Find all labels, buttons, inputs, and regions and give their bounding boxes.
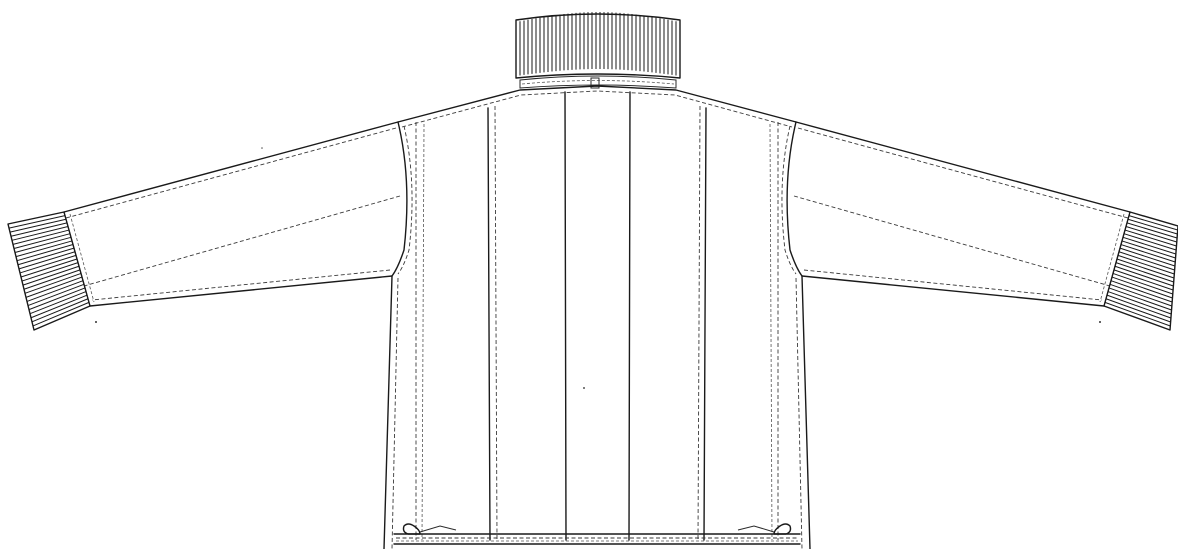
mark-dot	[1099, 321, 1101, 323]
rib-line	[12, 229, 70, 245]
rib-line	[18, 251, 76, 270]
rib-line	[13, 233, 71, 249]
rib-line	[31, 298, 89, 323]
rib-line	[1126, 222, 1178, 239]
rib-line	[1118, 251, 1175, 271]
rib-line	[30, 294, 88, 319]
rib-line	[26, 280, 84, 302]
rib-line	[1125, 225, 1177, 243]
rib-line	[1123, 233, 1177, 251]
back-body	[383, 85, 811, 549]
right-sleeve	[793, 121, 1131, 307]
collar-snap	[590, 77, 600, 89]
rib-line	[24, 272, 82, 294]
rib-line	[22, 265, 80, 286]
rib-line	[1122, 236, 1176, 255]
left-sleeve	[63, 121, 401, 307]
rib-line	[16, 244, 74, 262]
mark-dot	[261, 147, 263, 149]
rib-line	[10, 222, 68, 237]
rib-line	[8, 215, 66, 229]
right-cuff-rib	[1103, 211, 1178, 331]
rib-line	[28, 287, 86, 311]
rib-line	[27, 283, 85, 307]
rib-line	[1115, 262, 1174, 283]
rib-line	[1119, 247, 1176, 267]
collar-rib	[515, 12, 681, 89]
mark-dot	[583, 387, 585, 389]
rib-line	[1113, 269, 1174, 291]
rib-line	[1107, 291, 1172, 315]
rib-line	[1108, 287, 1172, 311]
rib-line	[1110, 280, 1173, 303]
rib-line	[1121, 240, 1176, 259]
right-cord-stopper	[773, 523, 792, 535]
rib-line	[1112, 272, 1173, 295]
rib-line	[19, 254, 77, 274]
rib-line	[1116, 258, 1175, 279]
rib-line	[25, 276, 83, 298]
rib-line	[1114, 265, 1174, 287]
rib-line	[1106, 294, 1172, 319]
rib-line	[1124, 229, 1177, 247]
rib-line	[1128, 215, 1178, 231]
rib-line	[21, 262, 79, 282]
rib-line	[20, 258, 78, 278]
rib-line	[1105, 298, 1171, 323]
rib-line	[1111, 276, 1173, 299]
rib-line	[23, 269, 81, 290]
rib-line	[1117, 254, 1175, 275]
rib-line	[1120, 244, 1176, 263]
rib-line	[1104, 301, 1171, 327]
rib-line	[17, 247, 75, 266]
left-cuff-rib	[7, 211, 91, 331]
rib-line	[29, 291, 87, 315]
mark-dot	[95, 321, 97, 323]
rib-line	[32, 301, 90, 327]
rib-line	[14, 236, 72, 254]
rib-line	[9, 218, 67, 233]
rib-line	[1127, 218, 1178, 235]
left-cord-stopper	[402, 523, 421, 535]
rib-line	[1109, 283, 1173, 307]
rib-line	[15, 240, 73, 258]
rib-line	[11, 225, 69, 241]
